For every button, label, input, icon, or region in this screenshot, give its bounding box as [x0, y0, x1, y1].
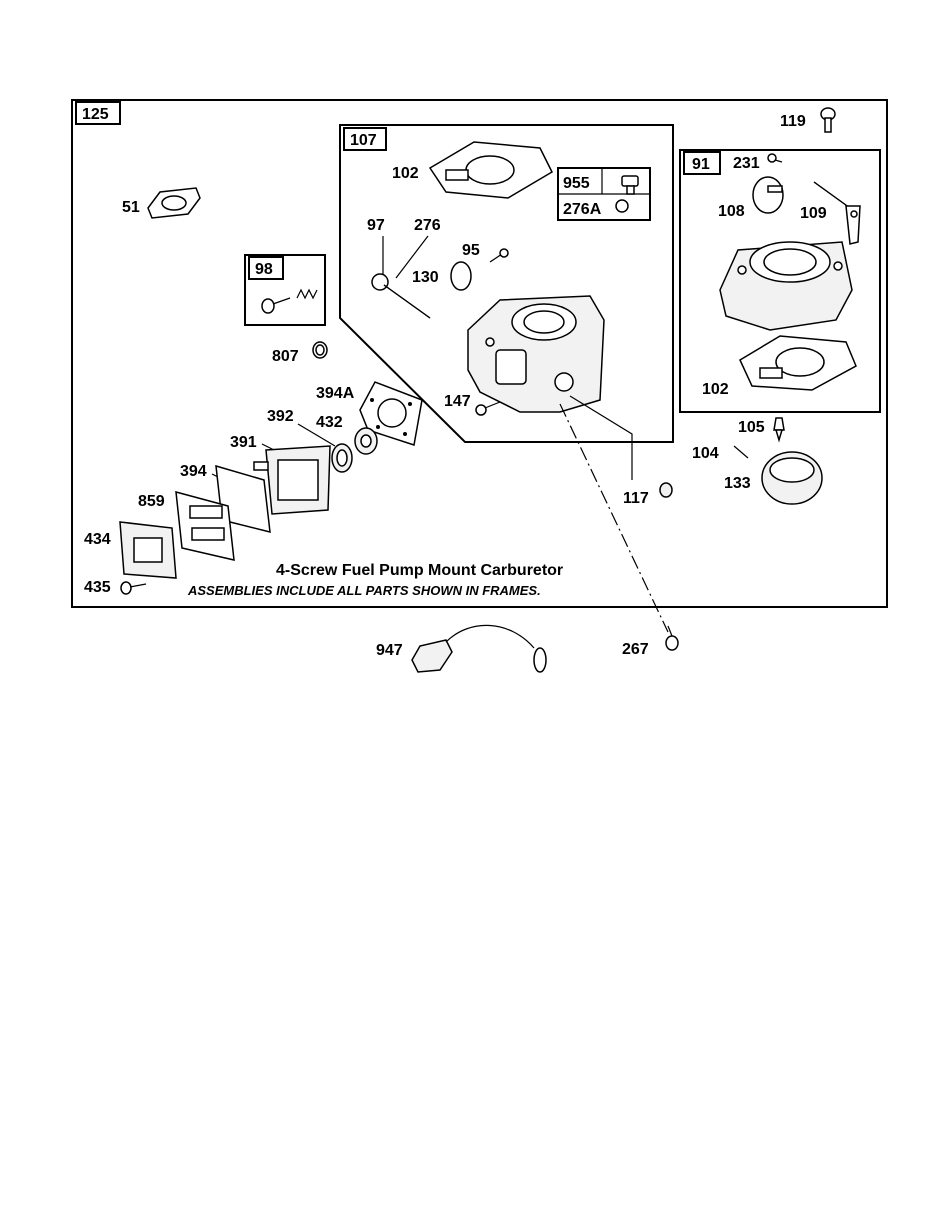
frame-throttle-label: 91: [692, 156, 710, 173]
label-394: 394: [180, 463, 207, 480]
label-394A: 394A: [316, 385, 355, 402]
frame-throttle-tag: [683, 151, 721, 175]
label-97: 97: [367, 217, 385, 234]
diagram-note: ASSEMBLIES INCLUDE ALL PARTS SHOWN IN FR…: [187, 583, 541, 598]
gasket-102-top-icon: [428, 141, 553, 199]
needle-105-icon: [773, 417, 785, 443]
label-109: 109: [800, 205, 827, 222]
frame-screw-kit-sub-label: 276A: [563, 201, 602, 218]
label-117: 117: [623, 490, 649, 507]
label-231: 231: [733, 155, 760, 172]
throttle-plate-108-icon: [752, 176, 784, 214]
spring-392-icon: [331, 443, 353, 473]
label-104: 104: [692, 445, 719, 462]
float-133-icon: [761, 451, 823, 505]
frame-main-tag: [75, 101, 121, 125]
screw-98-icon: [261, 297, 291, 314]
label-147: 147: [444, 393, 471, 410]
pin-104-icon: [733, 445, 749, 459]
pump-body-391-icon: [253, 445, 331, 515]
gasket-859-icon: [175, 490, 235, 561]
valve-130-icon: [450, 261, 472, 291]
label-267: 267: [622, 641, 649, 658]
frame-fuel-pump-screws-tag: [248, 256, 284, 280]
gasket-102-bottom-icon: [739, 335, 857, 391]
screw-955-icon: [621, 175, 639, 195]
throttle-body-icon: [719, 241, 853, 331]
label-859: 859: [138, 493, 165, 510]
label-102-top: 102: [392, 165, 419, 182]
frame-fuel-pump-screws: [244, 254, 326, 326]
screw-119-icon: [820, 107, 836, 133]
leader-392: [297, 423, 336, 447]
filter-807-icon: [312, 341, 328, 359]
frame-screw-kit-label: 955: [563, 175, 590, 192]
screw-95-icon: [489, 248, 509, 263]
diagram-title: 4-Screw Fuel Pump Mount Carburetor: [276, 562, 563, 579]
label-807: 807: [272, 348, 299, 365]
throttle-shaft-109-icon: [813, 181, 861, 245]
frame-fuel-pump-screws-label: 98: [255, 261, 273, 278]
label-51: 51: [122, 199, 140, 216]
cover-434-icon: [119, 521, 177, 579]
label-276: 276: [414, 217, 441, 234]
label-434: 434: [84, 531, 111, 548]
spring-98-icon: [296, 288, 318, 300]
carburetor-body-icon: [467, 295, 605, 413]
label-392: 392: [267, 408, 294, 425]
frame-carburetor: [339, 124, 674, 443]
label-133: 133: [724, 475, 751, 492]
label-102-bottom: 102: [702, 381, 729, 398]
diaphragm-394A-icon: [359, 381, 423, 446]
frame-carburetor-tag: [343, 127, 387, 151]
frame-main-label: 125: [82, 106, 109, 123]
label-947: 947: [376, 642, 403, 659]
screw-435-icon: [120, 581, 147, 595]
label-119: 119: [780, 113, 806, 130]
screw-147-icon: [475, 401, 501, 416]
o-ring-276A-icon: [615, 199, 629, 213]
frame-main: [71, 99, 888, 608]
frame-carburetor-label: 107: [350, 132, 377, 149]
label-105: 105: [738, 419, 765, 436]
label-130: 130: [412, 269, 439, 286]
screw-267-icon: [665, 625, 679, 651]
gasket-51-icon: [147, 187, 201, 219]
label-391: 391: [230, 434, 257, 451]
label-435: 435: [84, 579, 111, 596]
leader-117-path: [569, 395, 633, 480]
leader-267: [559, 403, 669, 633]
jet-117-icon: [659, 482, 673, 498]
leader-276: [395, 235, 429, 279]
cap-432-icon: [354, 427, 378, 455]
label-432: 432: [316, 414, 343, 431]
throttle-shaft-icon: [371, 273, 431, 319]
solenoid-947-icon: [411, 624, 547, 673]
screw-231-icon: [767, 153, 783, 163]
frame-throttle: [679, 149, 881, 413]
label-108: 108: [718, 203, 745, 220]
label-95: 95: [462, 242, 480, 259]
